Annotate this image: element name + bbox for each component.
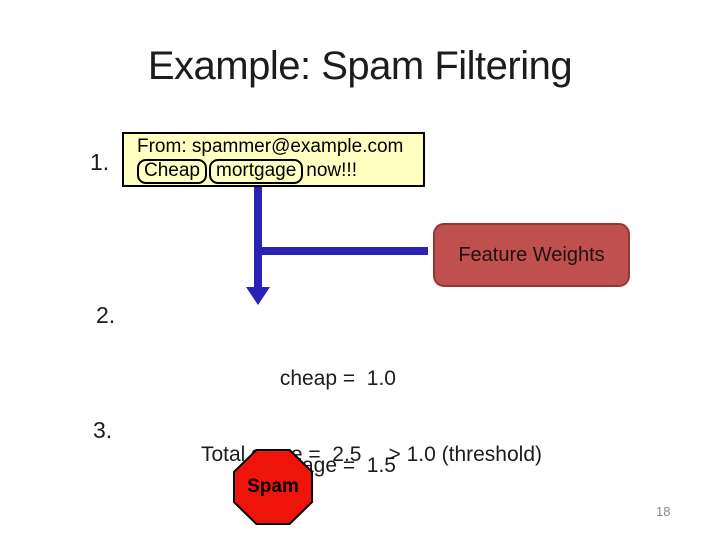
down-arrow-head-icon <box>246 287 270 305</box>
weight-line-cheap: cheap = 1.0 <box>279 367 396 390</box>
threshold-text: > 1.0 (threshold) <box>388 443 542 466</box>
feature-weights-box: Feature Weights <box>433 223 630 287</box>
step-2-number: 2. <box>96 302 116 328</box>
feature-weights-label: Feature Weights <box>458 243 605 266</box>
feature-word-mortgage: mortgage <box>209 159 304 184</box>
feature-weights-connector-line <box>254 247 428 255</box>
verdict-label: Spam <box>247 476 299 497</box>
email-from-line: From: spammer@example.com <box>137 136 404 157</box>
page-number: 18 <box>656 504 671 519</box>
stop-sign-icon <box>233 449 313 525</box>
step-1-number: 1. <box>90 149 110 175</box>
step-3-number: 3. <box>93 417 113 443</box>
email-trailing-text: now!!! <box>306 160 357 181</box>
down-arrow-shaft <box>254 187 262 288</box>
feature-word-cheap: Cheap <box>137 159 207 184</box>
stop-sign-octagon <box>233 449 313 525</box>
slide-title: Example: Spam Filtering <box>147 44 573 88</box>
